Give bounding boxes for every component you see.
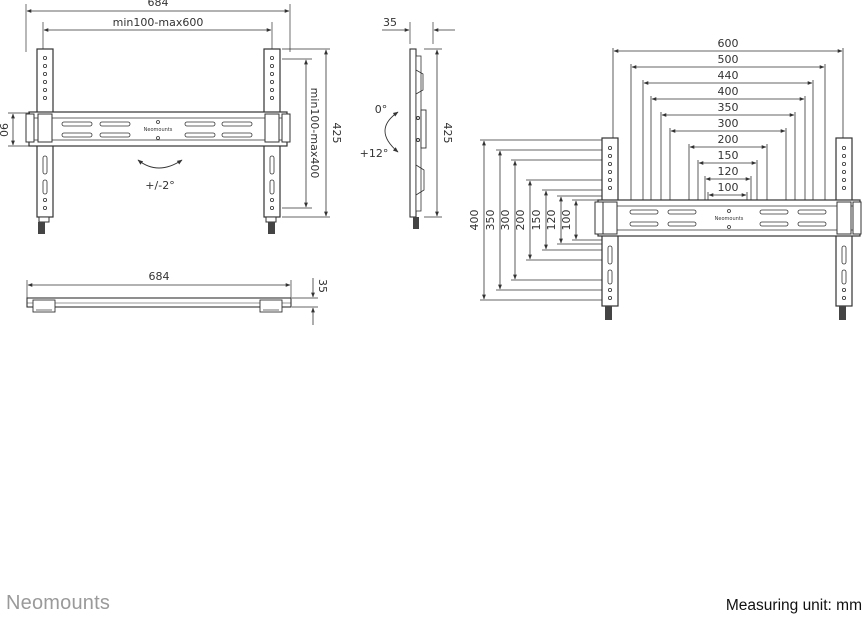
front-width-label: 684 <box>148 0 169 9</box>
vesa-v-label: 150 <box>530 210 543 231</box>
brand-logo: Neomounts <box>6 592 111 614</box>
vesa-view <box>480 48 862 320</box>
top-view <box>26 278 318 325</box>
top-depth-label: 35 <box>316 279 329 293</box>
vesa-v-label: 400 <box>468 210 481 231</box>
side-height-label: 425 <box>441 123 454 144</box>
vesa-horizontal-labels: 600 500 440 400 350 300 200 150 120 100 <box>718 37 739 194</box>
front-view-labels: 684 min100-max600 +/-2° Neomounts 425 mi… <box>0 0 343 192</box>
front-vertical-span-label: min100-max400 <box>308 88 321 179</box>
front-offset-label: 90 <box>0 123 10 137</box>
vesa-v-label: 100 <box>560 210 573 231</box>
side-view-labels: 35 0° +12° 425 <box>360 16 454 160</box>
vesa-h-label: 100 <box>718 181 739 194</box>
vesa-h-label: 120 <box>718 165 739 178</box>
side-depth-label: 35 <box>383 16 397 29</box>
side-view <box>382 22 455 229</box>
vesa-bar-logo: Neomounts <box>715 216 744 222</box>
measuring-unit-note: Measuring unit: mm <box>725 597 862 614</box>
vesa-h-label: 500 <box>718 53 739 66</box>
vesa-v-label: 200 <box>514 210 527 231</box>
vesa-h-label: 440 <box>718 69 739 82</box>
vesa-v-label: 350 <box>484 210 497 231</box>
vesa-h-label: 300 <box>718 117 739 130</box>
vesa-vertical-labels: 400 350 300 200 150 120 100 Neomounts <box>468 210 744 231</box>
vesa-h-label: 350 <box>718 101 739 114</box>
tilt-max-label: +12° <box>360 147 389 160</box>
vesa-v-label: 120 <box>545 210 558 231</box>
vesa-h-label: 150 <box>718 149 739 162</box>
front-view <box>8 4 330 234</box>
tilt-min-label: 0° <box>375 103 388 116</box>
vesa-h-label: 200 <box>718 133 739 146</box>
top-width-label: 684 <box>149 270 170 283</box>
vesa-h-label: 600 <box>718 37 739 50</box>
front-height-label: 425 <box>330 123 343 144</box>
top-view-labels: 684 35 <box>149 270 330 293</box>
front-hole-span-label: min100-max600 <box>113 16 204 29</box>
vesa-v-label: 300 <box>499 210 512 231</box>
front-bar-logo: Neomounts <box>144 127 173 133</box>
vesa-h-label: 400 <box>718 85 739 98</box>
rotation-label: +/-2° <box>145 179 174 192</box>
